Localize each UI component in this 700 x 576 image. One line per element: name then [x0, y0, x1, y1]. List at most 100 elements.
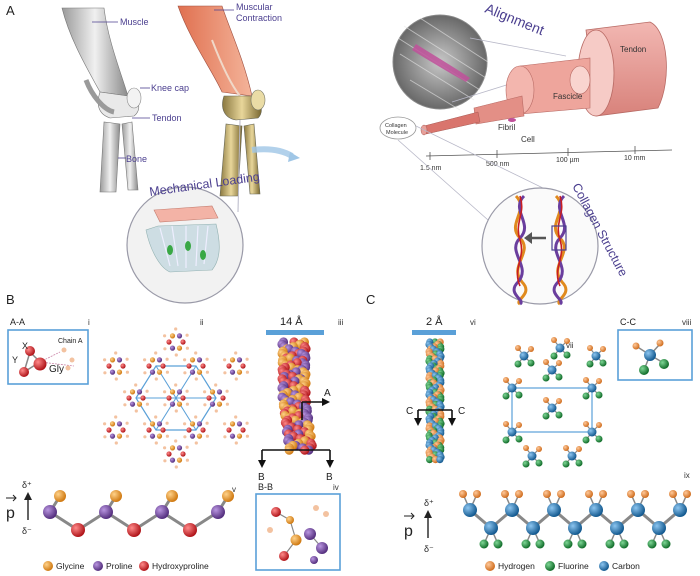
h-atom [596, 378, 602, 384]
h-atom [543, 397, 549, 403]
chain-carbon [547, 503, 561, 517]
chain-atom [211, 505, 225, 519]
legend-hydroxyproline: Hydroxyproline [152, 561, 209, 571]
panel-b-iii-axes: A B B [258, 388, 334, 483]
f-atom [527, 359, 535, 367]
packing-h [203, 390, 207, 394]
f-atom [582, 392, 590, 400]
packing-atom [229, 357, 236, 363]
panel-label-c: C [366, 292, 375, 307]
chain-atom [155, 505, 169, 519]
h-atom [583, 421, 589, 427]
label-fascicle: Fascicle [553, 92, 583, 101]
packing-h [194, 415, 198, 419]
f-atom [550, 352, 558, 360]
f-atom [599, 359, 607, 367]
scale-2: 500 nm [486, 161, 510, 168]
packing-atom [176, 401, 183, 407]
knee-illustration [61, 7, 142, 193]
chain-f [577, 539, 587, 549]
h-atom [564, 338, 570, 344]
packing-h [234, 351, 238, 355]
packing-atom [169, 401, 176, 407]
packing-h [174, 409, 178, 413]
label-14a: 14 Å [280, 315, 303, 328]
packing-h [114, 377, 118, 381]
chain-carbon [589, 503, 603, 517]
chain-f [619, 539, 629, 549]
packing-h [185, 445, 189, 449]
h-atom [556, 360, 562, 366]
packing-atom [209, 389, 216, 395]
roman-i: i [88, 318, 90, 327]
packing-h [205, 357, 209, 361]
chain-f [647, 539, 657, 549]
packing-h [185, 333, 189, 337]
scale-1: 1.5 nm [420, 165, 442, 172]
packing-h [245, 357, 249, 361]
chain-gly [110, 490, 122, 502]
packing-atom [196, 357, 203, 363]
panel-b-ii: ii [103, 318, 249, 469]
roman-v: v [232, 485, 236, 494]
h-atom [596, 422, 602, 428]
packing-h [185, 458, 189, 462]
chain-f [479, 539, 489, 549]
label-gly: Gly [49, 364, 64, 375]
chain-atom [71, 523, 85, 537]
label-bb: B-B [258, 482, 273, 492]
chain-carbon [526, 521, 540, 535]
panel-c-vi: 2 Å vi [412, 315, 476, 464]
legend-hydrogen-dot [485, 561, 495, 571]
chain-f [661, 539, 671, 549]
label-tendon-hierarchy: Tendon [620, 45, 646, 54]
packing-h [245, 421, 249, 425]
h-atom [515, 345, 521, 351]
packing-h [125, 421, 129, 425]
f-atom [595, 391, 603, 399]
f-atom [575, 459, 583, 467]
packing-h [163, 459, 167, 463]
packing-atom [200, 363, 206, 369]
panel-b-iii: 14 Å iii [266, 315, 344, 455]
label-collagen-molecule-1: Collagen [385, 123, 407, 129]
c-atom [547, 403, 557, 413]
panel-c-vi-axes: C C [406, 406, 465, 426]
h-atom [563, 445, 569, 451]
packing-h [205, 370, 209, 374]
packing-h [103, 435, 107, 439]
label-muscle: Muscle [120, 17, 149, 27]
packing-atom [226, 363, 232, 369]
packing-h [225, 402, 229, 406]
packing-h [205, 421, 209, 425]
packing-h [214, 409, 218, 413]
f-atom [562, 460, 570, 468]
chain-h [515, 490, 523, 498]
roman-ii: ii [200, 318, 204, 327]
packing-h [134, 409, 138, 413]
packing-atom [186, 427, 192, 433]
chain-gly [166, 490, 178, 502]
packing-h [205, 434, 209, 438]
triple-helix-left [512, 194, 528, 306]
packing-h [174, 327, 178, 331]
packing-h [125, 434, 129, 438]
h-atom [503, 421, 509, 427]
packing-h [185, 346, 189, 350]
packing-atom [109, 433, 116, 439]
label-y: Y [12, 355, 18, 365]
packing-h [183, 358, 187, 362]
panel-b-v: v p δ⁺ δ⁻ [6, 480, 236, 537]
dipole-p-b: p [6, 505, 15, 522]
packing-atom [116, 433, 123, 439]
packing-atom [209, 401, 216, 407]
panel-b-i: A-A i X Y Gly Chain A [7, 317, 90, 385]
chain-h [683, 490, 691, 498]
packing-atom [189, 421, 196, 427]
packing-atom [136, 401, 143, 407]
packing-atom [236, 357, 243, 363]
f-atom [542, 412, 550, 420]
h-atom [528, 346, 534, 352]
h-atom [600, 346, 606, 352]
legend-hydrogen: Hydrogen [498, 561, 535, 571]
